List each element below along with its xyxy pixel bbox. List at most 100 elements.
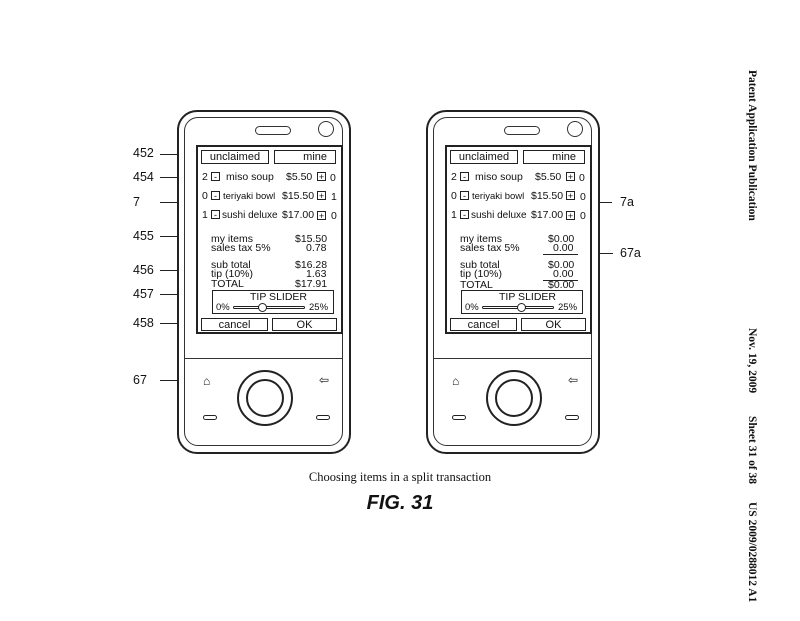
nav-ring[interactable] [237, 370, 293, 426]
item-name: miso soup [226, 171, 274, 183]
tip-value: 1.63 [306, 268, 327, 280]
cancel-button[interactable]: cancel [450, 318, 517, 331]
cancel-button[interactable]: cancel [201, 318, 268, 331]
item-qty: 0 [202, 190, 208, 202]
item-count: 0 [580, 191, 586, 203]
ref-455: 455 [133, 229, 154, 243]
home-icon[interactable]: ⌂ [452, 374, 460, 388]
tip-slider-min: 0% [465, 302, 479, 313]
sales-tax-value: 0.00 [553, 242, 574, 254]
increment-button[interactable]: + [317, 211, 326, 221]
ref-7a: 7a [620, 195, 634, 209]
item-name: teriyaki bowl [472, 191, 525, 202]
right-phone: unclaimed mine 2 - miso soup $5.50 + 0 0… [426, 110, 600, 454]
tip-slider-title: TIP SLIDER [250, 291, 307, 303]
item-qty: 1 [202, 209, 208, 221]
ok-button[interactable]: OK [272, 318, 337, 331]
tab-unclaimed[interactable]: unclaimed [450, 150, 518, 164]
tab-mine[interactable]: mine [274, 150, 336, 164]
item-name: sushi deluxe [471, 210, 527, 221]
left-phone-screen: unclaimed mine 2 - miso soup $5.50 + 0 0… [196, 145, 343, 334]
tip-slider: TIP SLIDER 0% 25% [212, 290, 334, 314]
tip-slider-thumb[interactable] [258, 303, 268, 312]
tip-slider-max: 25% [558, 302, 578, 313]
tab-mine[interactable]: mine [523, 150, 585, 164]
my-items-label: my items [211, 233, 253, 245]
increment-button[interactable]: + [317, 172, 326, 182]
decrement-button[interactable]: - [460, 210, 469, 220]
tip-slider: TIP SLIDER 0% 25% [461, 290, 583, 314]
right-phone-camera [567, 121, 583, 137]
item-name: sushi deluxe [222, 210, 278, 221]
my-items-value: $15.50 [295, 233, 328, 245]
patent-header: Patent Application Publication Nov. 19, … [740, 70, 760, 602]
sales-tax-underline [543, 254, 578, 255]
tip-label: tip (10%) [460, 268, 503, 280]
ref-458: 458 [133, 316, 154, 330]
patent-number: US 2009/0288012 A1 [746, 502, 758, 603]
ref-67a: 67a [620, 246, 641, 260]
left-phone: unclaimed mine 2 - miso soup $5.50 + 0 0… [177, 110, 351, 454]
ref-7: 7 [133, 195, 140, 209]
item-price: $15.50 [282, 190, 315, 202]
ok-button[interactable]: OK [521, 318, 586, 331]
tip-slider-track[interactable] [233, 306, 305, 309]
right-phone-screen: unclaimed mine 2 - miso soup $5.50 + 0 0… [445, 145, 592, 334]
total-value: $0.00 [548, 279, 575, 291]
back-arrow-icon[interactable]: ⇦ [319, 373, 330, 387]
decrement-button[interactable]: - [211, 172, 220, 182]
total-label: TOTAL [460, 279, 493, 291]
left-phone-divider [185, 358, 342, 359]
back-arrow-icon[interactable]: ⇦ [568, 373, 579, 387]
figure-label: FIG. 31 [366, 492, 434, 514]
ref-457: 457 [133, 287, 154, 301]
tab-unclaimed[interactable]: unclaimed [201, 150, 269, 164]
increment-button[interactable]: + [566, 172, 575, 182]
item-qty: 1 [451, 209, 457, 221]
left-phone-speaker [255, 126, 291, 135]
sales-tax-label: sales tax 5% [211, 242, 271, 254]
my-items-value: $0.00 [548, 233, 575, 245]
sales-tax-label: sales tax 5% [460, 242, 520, 254]
increment-button[interactable]: + [566, 211, 575, 221]
my-items-label: my items [460, 233, 502, 245]
sub-total-label: sub total [211, 259, 251, 271]
end-call-icon[interactable] [565, 415, 579, 420]
ref-456: 456 [133, 263, 154, 277]
publication-date: Nov. 19, 2009 [746, 328, 758, 394]
nav-center-button[interactable] [495, 379, 533, 417]
home-icon[interactable]: ⌂ [203, 374, 211, 388]
item-qty: 2 [202, 171, 208, 183]
item-name: miso soup [475, 171, 523, 183]
ref-67: 67 [133, 373, 147, 387]
sub-total-value: $0.00 [548, 259, 575, 271]
item-count: 1 [331, 191, 337, 203]
decrement-button[interactable]: - [460, 191, 469, 201]
left-phone-camera [318, 121, 334, 137]
call-icon[interactable] [203, 415, 217, 420]
tip-underline [543, 280, 578, 281]
nav-ring[interactable] [486, 370, 542, 426]
item-count: 0 [579, 172, 585, 184]
decrement-button[interactable]: - [211, 210, 220, 220]
decrement-button[interactable]: - [211, 191, 220, 201]
tip-slider-title: TIP SLIDER [499, 291, 556, 303]
call-icon[interactable] [452, 415, 466, 420]
leader-67 [160, 380, 180, 381]
tip-slider-thumb[interactable] [516, 303, 526, 312]
total-label: TOTAL [211, 278, 244, 290]
increment-button[interactable]: + [317, 191, 326, 201]
end-call-icon[interactable] [316, 415, 330, 420]
item-count: 0 [580, 210, 586, 222]
item-qty: 0 [451, 190, 457, 202]
tip-slider-min: 0% [216, 302, 230, 313]
item-price: $17.00 [282, 209, 315, 221]
item-name: teriyaki bowl [223, 191, 276, 202]
nav-center-button[interactable] [246, 379, 284, 417]
sheet-number: Sheet 31 of 38 [746, 416, 758, 485]
item-count: 0 [331, 210, 337, 222]
item-price: $15.50 [531, 190, 564, 202]
item-price: $5.50 [535, 171, 562, 183]
increment-button[interactable]: + [566, 191, 575, 201]
decrement-button[interactable]: - [460, 172, 469, 182]
